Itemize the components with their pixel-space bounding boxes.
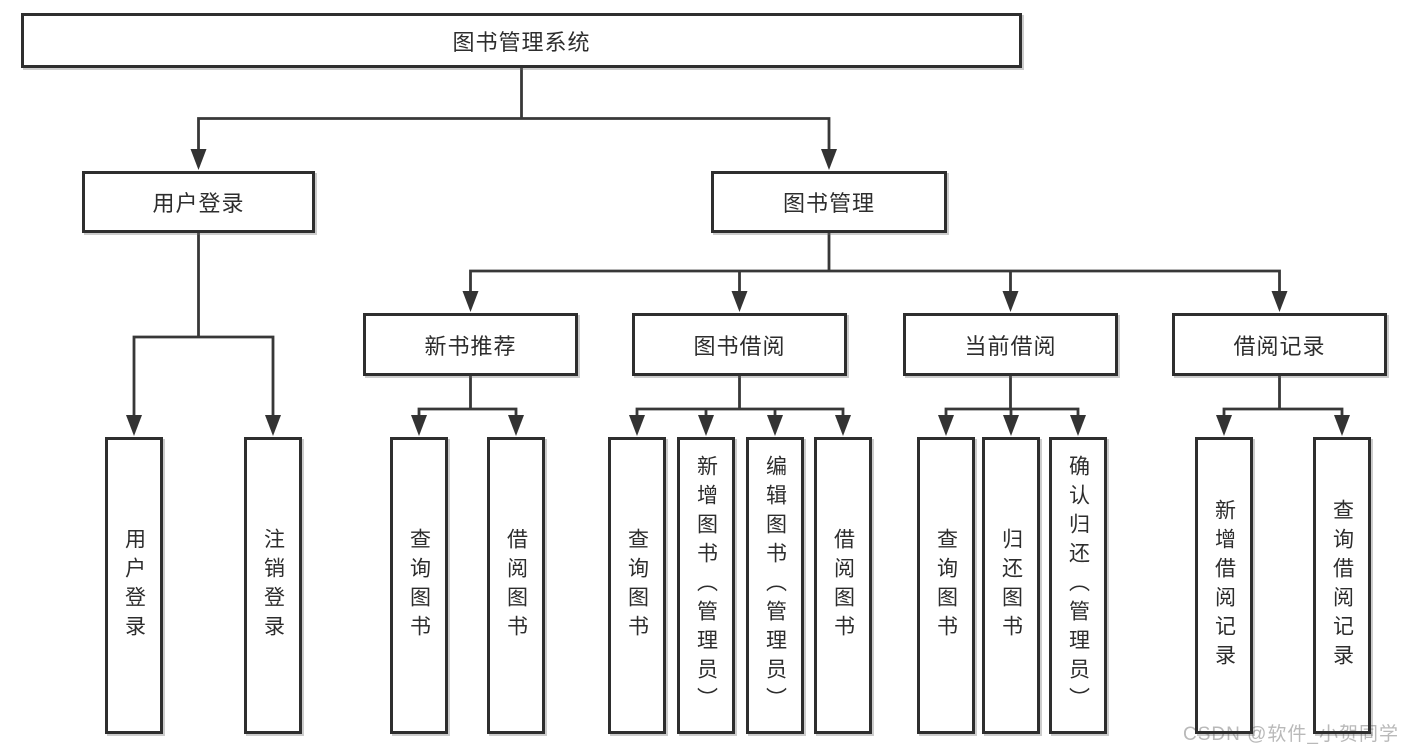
leaf-logout-label: 注销登录 xyxy=(261,527,285,644)
node-new-book-recommend: 新书推荐 xyxy=(363,313,578,376)
leaf-edit-book-admin: 编辑图书（管理员） xyxy=(746,437,804,734)
node-user-login-label: 用户登录 xyxy=(152,191,245,216)
leaf-query-books-borrow-label: 查询图书 xyxy=(625,527,649,644)
csdn-watermark: CSDN @软件_小贺同学 xyxy=(1183,724,1399,745)
node-borrow-records-label: 借阅记录 xyxy=(1233,333,1326,359)
node-root: 图书管理系统 xyxy=(21,13,1022,68)
leaf-query-books-recommend-label: 查询图书 xyxy=(407,527,431,644)
leaf-query-borrow-record-label: 查询借阅记录 xyxy=(1330,498,1354,673)
leaf-return-books-label: 归还图书 xyxy=(999,527,1023,644)
leaf-borrow-books-recommend: 借阅图书 xyxy=(487,437,545,734)
leaf-add-borrow-record: 新增借阅记录 xyxy=(1195,437,1253,734)
node-book-management-label: 图书管理 xyxy=(782,191,875,216)
leaf-query-books-current-label: 查询图书 xyxy=(934,527,958,644)
leaf-user-login: 用户登录 xyxy=(105,437,163,734)
leaf-edit-book-admin-label: 编辑图书（管理员） xyxy=(763,455,787,716)
leaf-confirm-return-admin: 确认归还（管理员） xyxy=(1049,437,1107,734)
leaf-add-book-admin-label: 新增图书（管理员） xyxy=(694,455,718,716)
leaf-query-books-current: 查询图书 xyxy=(917,437,975,734)
leaf-add-book-admin: 新增图书（管理员） xyxy=(677,437,735,734)
arrowheads xyxy=(126,149,1350,436)
leaf-query-borrow-record: 查询借阅记录 xyxy=(1313,437,1371,734)
leaf-borrow-books: 借阅图书 xyxy=(814,437,872,734)
node-user-login: 用户登录 xyxy=(82,171,315,233)
leaf-query-books-borrow: 查询图书 xyxy=(608,437,666,734)
leaf-confirm-return-admin-label: 确认归还（管理员） xyxy=(1066,455,1090,716)
leaf-borrow-books-recommend-label: 借阅图书 xyxy=(504,527,528,644)
node-current-borrow: 当前借阅 xyxy=(903,313,1118,376)
node-borrow-records: 借阅记录 xyxy=(1172,313,1387,376)
node-current-borrow-label: 当前借阅 xyxy=(964,333,1057,359)
node-book-management: 图书管理 xyxy=(711,171,947,233)
leaf-borrow-books-label: 借阅图书 xyxy=(831,527,855,644)
leaf-user-login-label: 用户登录 xyxy=(122,527,146,644)
leaf-query-books-recommend: 查询图书 xyxy=(390,437,448,734)
leaf-return-books: 归还图书 xyxy=(982,437,1040,734)
node-book-borrow: 图书借阅 xyxy=(632,313,847,376)
node-book-borrow-label: 图书借阅 xyxy=(693,333,786,359)
node-new-book-recommend-label: 新书推荐 xyxy=(424,333,517,359)
leaf-add-borrow-record-label: 新增借阅记录 xyxy=(1212,498,1236,673)
node-root-label: 图书管理系统 xyxy=(452,29,591,55)
leaf-logout: 注销登录 xyxy=(244,437,302,734)
